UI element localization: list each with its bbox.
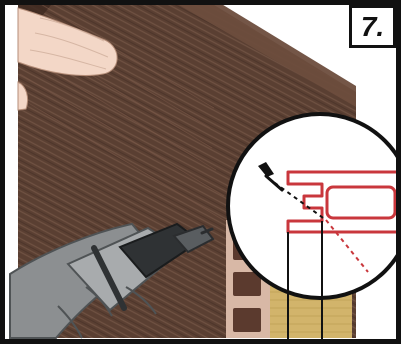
zoom-detail-icon (226, 112, 401, 340)
deck-highlight (170, 0, 356, 107)
screw-icon (258, 162, 284, 192)
step-number-badge: 7. (349, 5, 396, 48)
drill-icon (9, 222, 215, 339)
hand-icon (17, 7, 118, 111)
